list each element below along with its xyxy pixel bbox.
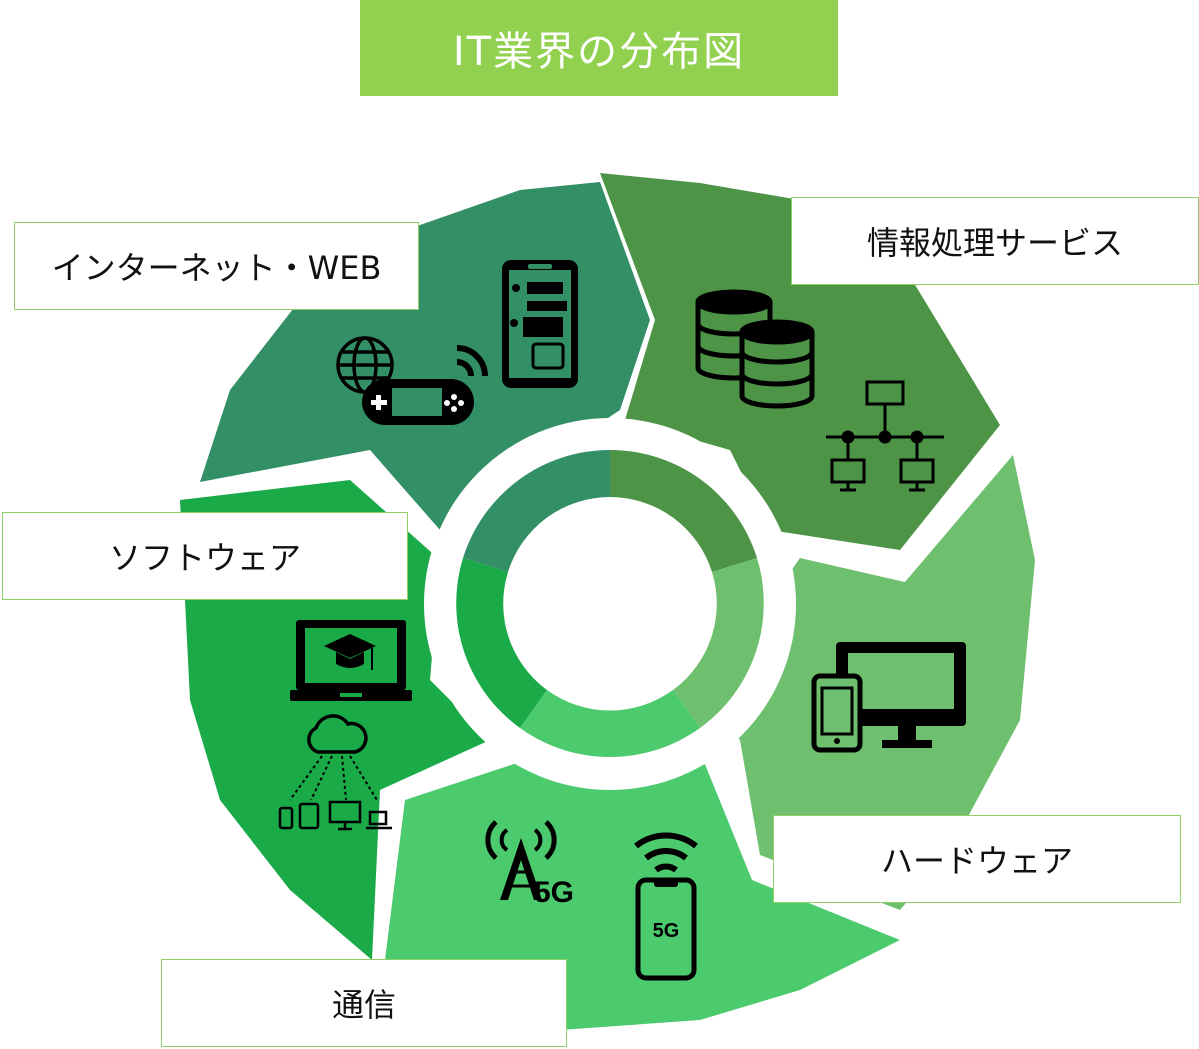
smartphone-icon xyxy=(811,673,863,753)
e-learning-laptop-icon xyxy=(290,620,412,701)
segment-software xyxy=(180,480,490,960)
handheld-game-console-icon xyxy=(362,379,474,425)
label-telecommunications: 通信 xyxy=(161,959,567,1047)
smartphone-chat-icon xyxy=(502,260,578,388)
inner-donut xyxy=(456,450,764,758)
database-icon xyxy=(695,289,815,409)
label-information-processing: 情報処理サービス xyxy=(791,197,1199,285)
5g-antenna-tower-icon: 5G xyxy=(485,820,574,909)
wireless-signal-icon xyxy=(456,345,488,377)
page-title: IT業界の分布図 xyxy=(360,0,838,96)
wifi-icon xyxy=(634,832,698,873)
monitor-icon xyxy=(836,642,966,748)
label-internet-web: インターネット・WEB xyxy=(14,222,419,310)
label-hardware: ハードウェア xyxy=(773,815,1181,903)
5g-phone-text: 5G xyxy=(653,920,680,942)
5g-tower-text: 5G xyxy=(534,876,574,909)
network-topology-icon xyxy=(826,380,944,492)
cloud-network-icon xyxy=(278,714,392,831)
label-software: ソフトウェア xyxy=(2,512,408,600)
5g-smartphone-icon: 5G xyxy=(635,877,697,981)
